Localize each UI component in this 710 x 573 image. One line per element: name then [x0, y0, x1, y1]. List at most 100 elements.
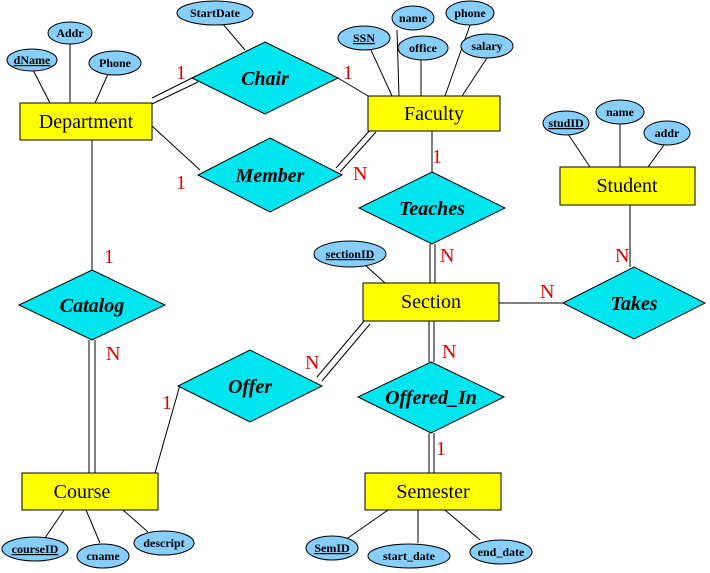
relationship-offer[interactable]: Offer	[176, 349, 324, 423]
relationship-chair-label: Chair	[241, 68, 289, 90]
line-end-date	[444, 509, 481, 541]
line-studid	[567, 133, 591, 168]
line-offer-course	[154, 384, 181, 474]
connectors	[31, 22, 665, 544]
attribute-courseid-label: courseID	[12, 542, 59, 556]
attribute-studid[interactable]: studID	[542, 110, 590, 136]
attribute-name-stud-label: name	[606, 105, 635, 119]
line-dept-member	[151, 125, 201, 171]
card-offer-course: 1	[162, 392, 172, 414]
attribute-sectionid[interactable]: sectionID	[313, 240, 387, 268]
attribute-courseid[interactable]: courseID	[1, 536, 69, 562]
relationship-teaches[interactable]: Teaches	[357, 171, 507, 245]
attribute-startdate-label: StartDate	[190, 6, 241, 20]
attribute-phone-dept[interactable]: Phone	[88, 50, 142, 76]
line-semid	[344, 509, 389, 541]
card-member-fac: N	[353, 163, 367, 185]
line-name-fac	[396, 29, 400, 97]
relationship-catalog[interactable]: Catalog	[17, 269, 167, 341]
card-chair-fac: 1	[343, 62, 353, 84]
relationship-chair[interactable]: Chair	[190, 41, 340, 115]
line-descript	[122, 509, 149, 533]
relationship-teaches-label: Teaches	[399, 198, 465, 220]
line-ssn	[370, 49, 393, 97]
line-phone-fac	[444, 24, 471, 97]
entity-section-label: Section	[401, 291, 461, 313]
attribute-start-date-label: start_date	[383, 549, 436, 563]
attribute-addr-stud[interactable]: addr	[643, 120, 691, 146]
entity-semester-label: Semester	[396, 481, 470, 503]
attribute-dname-label: dName	[14, 53, 51, 67]
relationship-member-label: Member	[235, 165, 305, 187]
attribute-cname[interactable]: cname	[76, 543, 130, 569]
line-chair-fac	[337, 77, 369, 97]
card-sec-offer: N	[305, 352, 319, 374]
attribute-salary[interactable]: salary	[460, 33, 514, 59]
entity-section[interactable]: Section	[362, 282, 500, 322]
entity-faculty[interactable]: Faculty	[367, 95, 501, 132]
card-offeredin-sem: 1	[436, 438, 446, 460]
relationship-takes[interactable]: Takes	[561, 266, 707, 340]
entity-faculty-label: Faculty	[404, 103, 464, 125]
attribute-addr-dept[interactable]: Addr	[47, 21, 93, 45]
line-salary	[461, 57, 488, 97]
line-sec-offer-2	[321, 323, 371, 382]
line-sec-offer-1	[316, 319, 366, 378]
line-dname	[31, 67, 51, 104]
card-dept-member: 1	[176, 172, 186, 194]
line-cname	[85, 509, 101, 544]
line-courseid	[44, 509, 65, 539]
card-teaches-sec: N	[440, 245, 454, 267]
line-startdate	[221, 22, 246, 51]
line-member-fac-2	[339, 131, 377, 173]
attribute-studid-label: studID	[548, 116, 584, 130]
attribute-name-stud[interactable]: name	[595, 99, 645, 125]
attribute-name-fac[interactable]: name	[391, 5, 435, 31]
cardinalities: 1 1 1 N 1 N 1 N N N N 1 N 1	[104, 62, 629, 460]
line-sectionid	[364, 264, 386, 284]
attribute-office[interactable]: office	[397, 35, 449, 61]
entity-department-label: Department	[39, 111, 134, 133]
attribute-end-date[interactable]: end_date	[469, 539, 533, 565]
attribute-dname[interactable]: dName	[6, 48, 58, 72]
attribute-cname-label: cname	[86, 549, 120, 563]
relationship-offer-label: Offer	[228, 376, 272, 398]
attribute-semid-label: SemID	[314, 541, 350, 555]
attribute-descript[interactable]: descript	[133, 530, 195, 556]
attribute-start-date[interactable]: start_date	[367, 543, 451, 569]
attribute-descript-label: descript	[143, 536, 184, 550]
relationship-offered-in[interactable]: Offered_In	[356, 361, 506, 434]
entity-department[interactable]: Department	[19, 102, 153, 141]
attribute-phone-fac[interactable]: phone	[445, 0, 495, 26]
attribute-phone-fac-label: phone	[454, 6, 486, 20]
attribute-ssn-label: SSN	[353, 31, 375, 45]
attribute-salary-label: salary	[471, 39, 502, 53]
line-addr-stud	[647, 144, 665, 168]
entity-student[interactable]: Student	[559, 166, 696, 206]
attribute-sectionid-label: sectionID	[326, 247, 375, 261]
entity-course-label: Course	[54, 481, 111, 503]
line-phone-dept	[94, 73, 109, 104]
entity-student-label: Student	[596, 175, 658, 197]
card-fac-teaches: 1	[432, 146, 442, 168]
attribute-addr-stud-label: addr	[655, 126, 680, 140]
attribute-semid[interactable]: SemID	[305, 535, 359, 561]
attribute-startdate[interactable]: StartDate	[176, 0, 254, 26]
attribute-name-fac-label: name	[399, 11, 428, 25]
entity-semester[interactable]: Semester	[364, 472, 502, 511]
card-takes-sec: N	[540, 281, 554, 303]
entity-course[interactable]: Course	[21, 472, 159, 511]
card-dept-chair: 1	[176, 62, 186, 84]
line-member-fac-1	[335, 127, 373, 169]
line-dept-chair-1	[151, 75, 197, 99]
relationship-catalog-label: Catalog	[60, 295, 124, 317]
line-dept-chair-2	[151, 81, 199, 105]
relationship-member[interactable]: Member	[196, 137, 344, 213]
attribute-phone-dept-label: Phone	[99, 56, 132, 70]
card-sec-offeredin: N	[442, 341, 456, 363]
attribute-end-date-label: end_date	[478, 545, 525, 559]
attribute-office-label: office	[409, 41, 438, 55]
attribute-ssn[interactable]: SSN	[337, 25, 391, 51]
card-dept-catalog: 1	[104, 246, 114, 268]
